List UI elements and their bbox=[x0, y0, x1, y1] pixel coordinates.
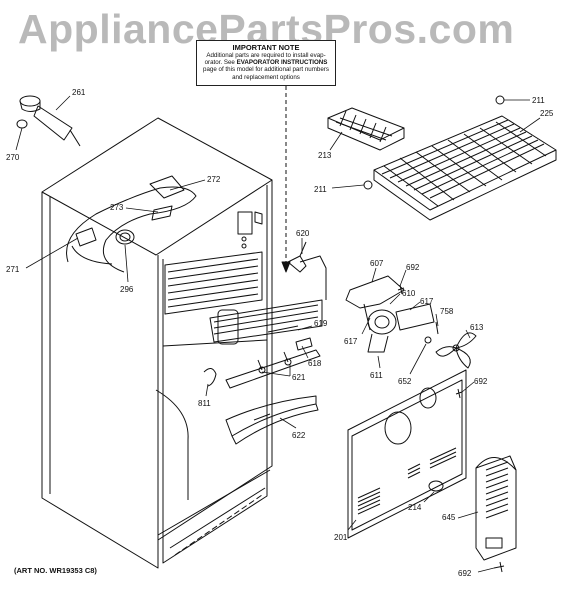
part-811-shape bbox=[203, 368, 217, 387]
important-note-line-3: page of this model for additional part n… bbox=[203, 66, 329, 74]
callout-811: 811 bbox=[198, 399, 211, 408]
callout-211-mid: 211 bbox=[314, 185, 327, 194]
callout-201: 201 bbox=[334, 533, 348, 542]
callout-619: 619 bbox=[314, 319, 328, 328]
screw-692b bbox=[455, 388, 463, 399]
leader-lines bbox=[15, 95, 541, 573]
callout-645: 645 bbox=[442, 513, 456, 522]
callout-692-mid: 692 bbox=[474, 377, 488, 386]
callout-618: 618 bbox=[308, 359, 322, 368]
callout-272: 272 bbox=[207, 175, 221, 184]
part-261-shape bbox=[16, 95, 81, 147]
shelf-clip-1 bbox=[363, 180, 373, 190]
part-214-shape bbox=[428, 480, 444, 492]
part-622-shape bbox=[225, 395, 319, 445]
shelf-clip-2 bbox=[495, 95, 505, 105]
fan-blade bbox=[435, 332, 477, 369]
callout-271: 271 bbox=[6, 265, 20, 274]
air-duct bbox=[475, 455, 517, 561]
important-note-title: IMPORTANT NOTE bbox=[232, 43, 300, 52]
callout-613: 613 bbox=[470, 323, 484, 332]
callout-692-bottom: 692 bbox=[458, 569, 472, 578]
part-620-shape bbox=[287, 255, 307, 273]
callout-617-left: 617 bbox=[344, 337, 358, 346]
evaporator-instructions-ref: EVAPORATOR INSTRUCTIONS bbox=[236, 59, 328, 67]
callout-758: 758 bbox=[440, 307, 454, 316]
evaporator-coil bbox=[164, 251, 327, 345]
fan-bracket bbox=[345, 275, 439, 353]
callout-296: 296 bbox=[120, 285, 134, 294]
callouts: 261 270 272 273 271 296 620 213 211 225 … bbox=[6, 88, 554, 578]
screw-692a bbox=[397, 284, 405, 295]
evaporator-cover bbox=[347, 369, 467, 539]
callout-213: 213 bbox=[318, 151, 332, 160]
drain-tube bbox=[66, 175, 197, 273]
screw-692c bbox=[493, 561, 505, 573]
callout-621: 621 bbox=[292, 373, 306, 382]
ice-tray bbox=[327, 107, 405, 151]
cabinet bbox=[41, 117, 273, 569]
important-note-line-1: Additional parts are required to install… bbox=[206, 52, 326, 59]
callout-692-upper: 692 bbox=[406, 263, 420, 272]
callout-273: 273 bbox=[110, 203, 124, 212]
important-note-line-4: and replacement options bbox=[232, 73, 300, 81]
callout-225: 225 bbox=[540, 109, 554, 118]
callout-270: 270 bbox=[6, 153, 20, 162]
part-296-shape bbox=[115, 229, 135, 245]
important-note-line-2: orator. See EVAPORATOR INSTRUCTIONS bbox=[200, 59, 332, 66]
wire-shelf bbox=[373, 115, 557, 221]
important-note-line-2-text: orator. See bbox=[204, 59, 237, 67]
callout-211-top: 211 bbox=[532, 96, 545, 105]
callout-652: 652 bbox=[398, 377, 412, 386]
callout-261: 261 bbox=[72, 88, 86, 97]
note-arrow bbox=[281, 261, 291, 273]
callout-622: 622 bbox=[292, 431, 306, 440]
callout-610: 610 bbox=[402, 289, 416, 298]
callout-620: 620 bbox=[296, 229, 310, 238]
callout-214: 214 bbox=[408, 503, 422, 512]
heater-assembly bbox=[225, 325, 321, 389]
callout-611: 611 bbox=[370, 371, 383, 380]
important-note-box: IMPORTANT NOTE Additional parts are requ… bbox=[196, 40, 336, 86]
art-number: (ART NO. WR19353 C8) bbox=[14, 566, 97, 575]
callout-617-right: 617 bbox=[420, 297, 434, 306]
callout-607: 607 bbox=[370, 259, 384, 268]
